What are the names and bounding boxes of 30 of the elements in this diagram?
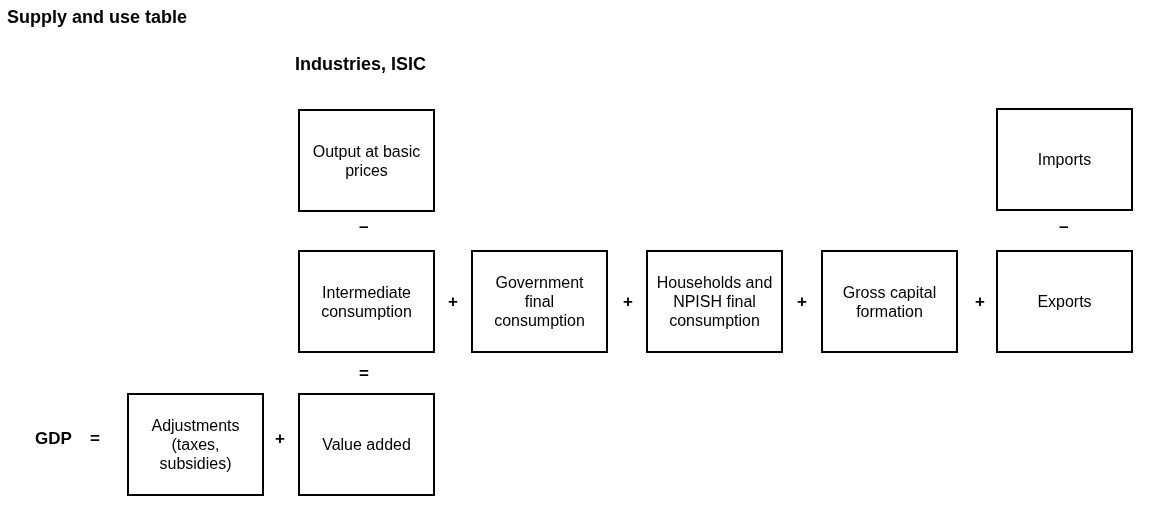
box-label: Adjustments (taxes, subsidies)	[150, 416, 241, 473]
box-label: Gross capital formation	[841, 282, 938, 321]
box-label: Imports	[1036, 150, 1093, 169]
operator-sign: +	[448, 292, 458, 312]
text-box	[821, 250, 958, 353]
operator-sign: –	[1059, 217, 1069, 237]
box-label: Output at basic prices	[311, 141, 422, 180]
operator-sign: +	[275, 429, 285, 449]
operator-sign: =	[359, 364, 369, 384]
operator-sign: +	[623, 292, 633, 312]
text-box	[996, 250, 1133, 353]
box-label: Households and NPISH final consumption	[655, 273, 774, 330]
diagram-title: Supply and use table	[7, 7, 188, 28]
text-box	[127, 393, 264, 496]
box-label: Government final consumption	[493, 273, 586, 330]
box-label: Exports	[1036, 292, 1093, 311]
text-box	[298, 250, 435, 353]
text-box	[298, 109, 435, 212]
text-box	[996, 108, 1133, 211]
operator-sign: =	[90, 429, 100, 449]
text-box	[298, 393, 435, 496]
gdp-label: GDP	[35, 429, 72, 449]
box-label: Value added	[321, 435, 412, 454]
operator-sign: –	[359, 217, 369, 237]
box-label: Intermediate consumption	[320, 282, 413, 321]
operator-sign: +	[797, 292, 807, 312]
column-heading: Industries, ISIC	[295, 54, 427, 75]
text-box	[646, 250, 783, 353]
operator-sign: +	[975, 292, 985, 312]
text-box	[471, 250, 608, 353]
